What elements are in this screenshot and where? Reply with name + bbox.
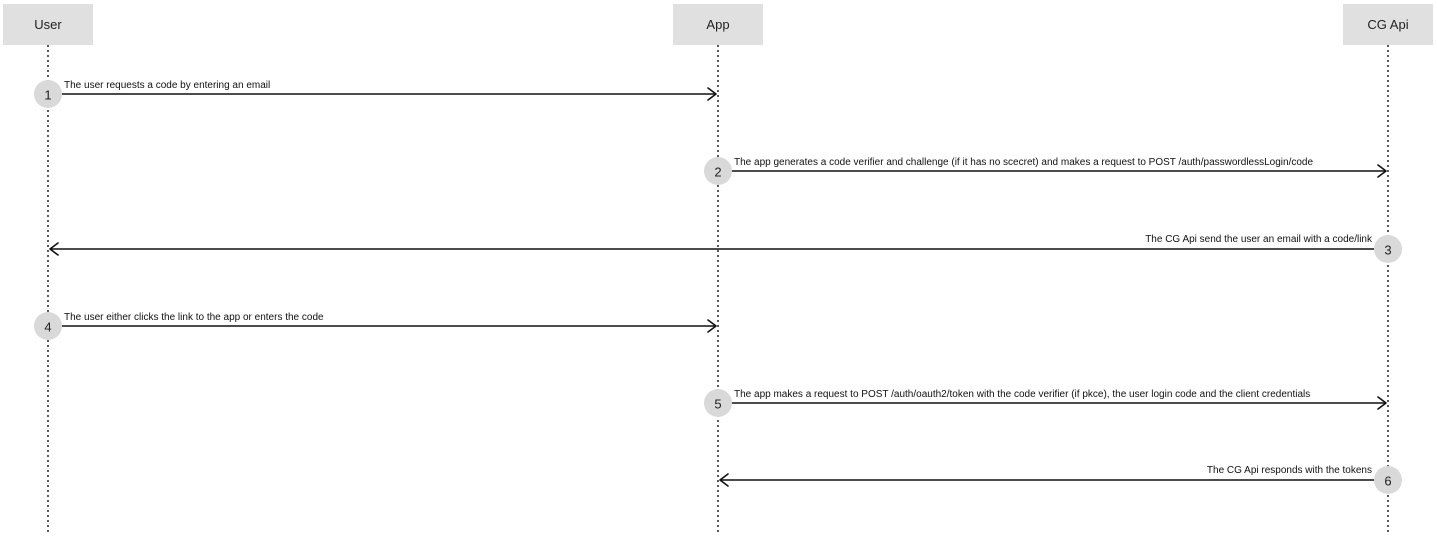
step-number: 4 xyxy=(44,320,51,335)
arrowhead-icon xyxy=(707,87,717,101)
message-label: The CG Api responds with the tokens xyxy=(1207,465,1372,476)
actor-app: App xyxy=(673,4,763,45)
message-2: 2 The app generates a code verifier and c… xyxy=(704,157,1387,185)
message-1: 1 The user requests a code by entering an… xyxy=(34,80,717,108)
actor-box xyxy=(673,4,763,45)
step-badge xyxy=(34,80,62,108)
step-badge xyxy=(704,157,732,185)
actor-label: User xyxy=(34,17,62,32)
message-label: The user either clicks the link to the a… xyxy=(64,312,324,323)
arrowhead-icon xyxy=(719,473,729,487)
step-badge xyxy=(34,312,62,340)
actor-cgapi: CG Api xyxy=(1343,4,1433,45)
message-label: The user requests a code by entering an … xyxy=(64,80,270,91)
step-number: 6 xyxy=(1384,474,1391,489)
arrowhead-icon xyxy=(707,319,717,333)
arrowhead-icon xyxy=(1377,396,1387,410)
actor-box xyxy=(1343,4,1433,45)
actor-user: User xyxy=(3,4,93,45)
message-5: 5 The app makes a request to POST /auth/o… xyxy=(704,389,1387,417)
actor-label: App xyxy=(706,17,729,32)
actor-label: CG Api xyxy=(1367,17,1408,32)
step-badge xyxy=(704,389,732,417)
step-number: 5 xyxy=(714,397,721,412)
arrowhead-icon xyxy=(49,242,59,256)
message-label: The app makes a request to POST /auth/oa… xyxy=(734,389,1310,400)
message-label: The app generates a code verifier and ch… xyxy=(734,157,1313,168)
step-number: 3 xyxy=(1384,243,1391,258)
message-label: The CG Api send the user an email with a… xyxy=(1145,234,1373,245)
message-6: 6 The CG Api responds with the tokens xyxy=(719,465,1402,494)
step-badge xyxy=(1374,235,1402,263)
step-badge xyxy=(1374,466,1402,494)
message-4: 4 The user either clicks the link to the … xyxy=(34,312,717,340)
message-3: 3 The CG Api send the user an email with … xyxy=(49,234,1402,263)
step-number: 1 xyxy=(44,88,51,103)
actor-box xyxy=(3,4,93,45)
step-number: 2 xyxy=(714,165,721,180)
arrowhead-icon xyxy=(1377,164,1387,178)
